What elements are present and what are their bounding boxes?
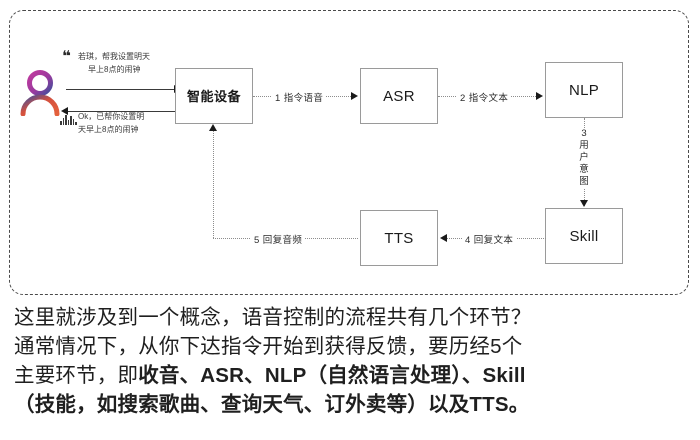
caption-line-4: （技能，如搜索歌曲、查询天气、订外卖等）以及TTS。 (14, 390, 690, 419)
node-asr-label: ASR (383, 87, 415, 105)
edge-3-char-0: 3 (581, 128, 587, 139)
edge-1-label: 1 指令语音 (272, 90, 327, 104)
edge-1-arrowhead (351, 91, 358, 100)
quote-icon: ❝ (62, 47, 71, 65)
edge-5-line-vertical (213, 130, 214, 238)
person-avatar-icon (19, 68, 61, 117)
node-skill-label: Skill (569, 227, 599, 245)
caption-line-3-normal: 主要环节，即 (14, 364, 139, 388)
edge-4-arrowhead (440, 233, 447, 242)
caption-line-3: 主要环节，即收音、ASR、NLP（自然语言处理）、Skill (14, 361, 690, 390)
edge-3-arrowhead (579, 200, 588, 207)
caption-line-3-bold: 收音、ASR、NLP（自然语言处理）、Skill (138, 364, 526, 388)
user-request-line2: 早上8点的闹钟 (88, 65, 141, 74)
node-skill[interactable]: Skill (545, 208, 623, 264)
node-asr[interactable]: ASR (360, 68, 438, 124)
edge-2-arrowhead (536, 91, 543, 100)
edge-5-label: 5 回复音频 (251, 232, 306, 246)
caption-line-1: 这里就涉及到一个概念，语音控制的流程共有几个环节？ (14, 306, 532, 329)
audio-waveform-icon (60, 114, 77, 125)
device-to-user-arrowhead (61, 106, 68, 115)
device-to-user-line (68, 111, 180, 112)
caption-line-2: 通常情况下，从你下达指令开始到获得反馈，要历经5个 (14, 335, 523, 359)
node-smart-device[interactable]: 智能设备 (175, 68, 253, 124)
caption-line-4-bold: （技能，如搜索歌曲、查询天气、订外卖等）以及TTS。 (14, 393, 530, 417)
edge-2-label: 2 指令文本 (457, 90, 512, 104)
edge-3-char-2: 户 (579, 152, 589, 163)
device-reply-line1: Ok，已帮你设置明 (78, 112, 145, 121)
node-smart-device-label: 智能设备 (186, 88, 241, 104)
edge-3-label: 3 用 户 意 图 (578, 128, 590, 188)
caption-block: 这里就涉及到一个概念，语音控制的流程共有几个环节？ 通常情况下，从你下达指令开始… (14, 303, 690, 419)
node-tts-label: TTS (384, 229, 414, 247)
device-reply-line2: 天早上8点的闹钟 (78, 125, 139, 134)
node-nlp[interactable]: NLP (545, 62, 623, 118)
edge-3-char-1: 用 (579, 140, 589, 151)
edge-5-arrowhead (208, 124, 217, 131)
edge-3-char-3: 意 (579, 164, 589, 175)
node-tts[interactable]: TTS (360, 210, 438, 266)
node-nlp-label: NLP (568, 81, 600, 99)
user-request-line1: 若琪，帮我设置明天 (78, 52, 150, 61)
edge-3-char-4: 图 (579, 176, 589, 187)
edge-4-label: 4 回复文本 (462, 232, 517, 246)
user-to-device-line (66, 89, 179, 90)
